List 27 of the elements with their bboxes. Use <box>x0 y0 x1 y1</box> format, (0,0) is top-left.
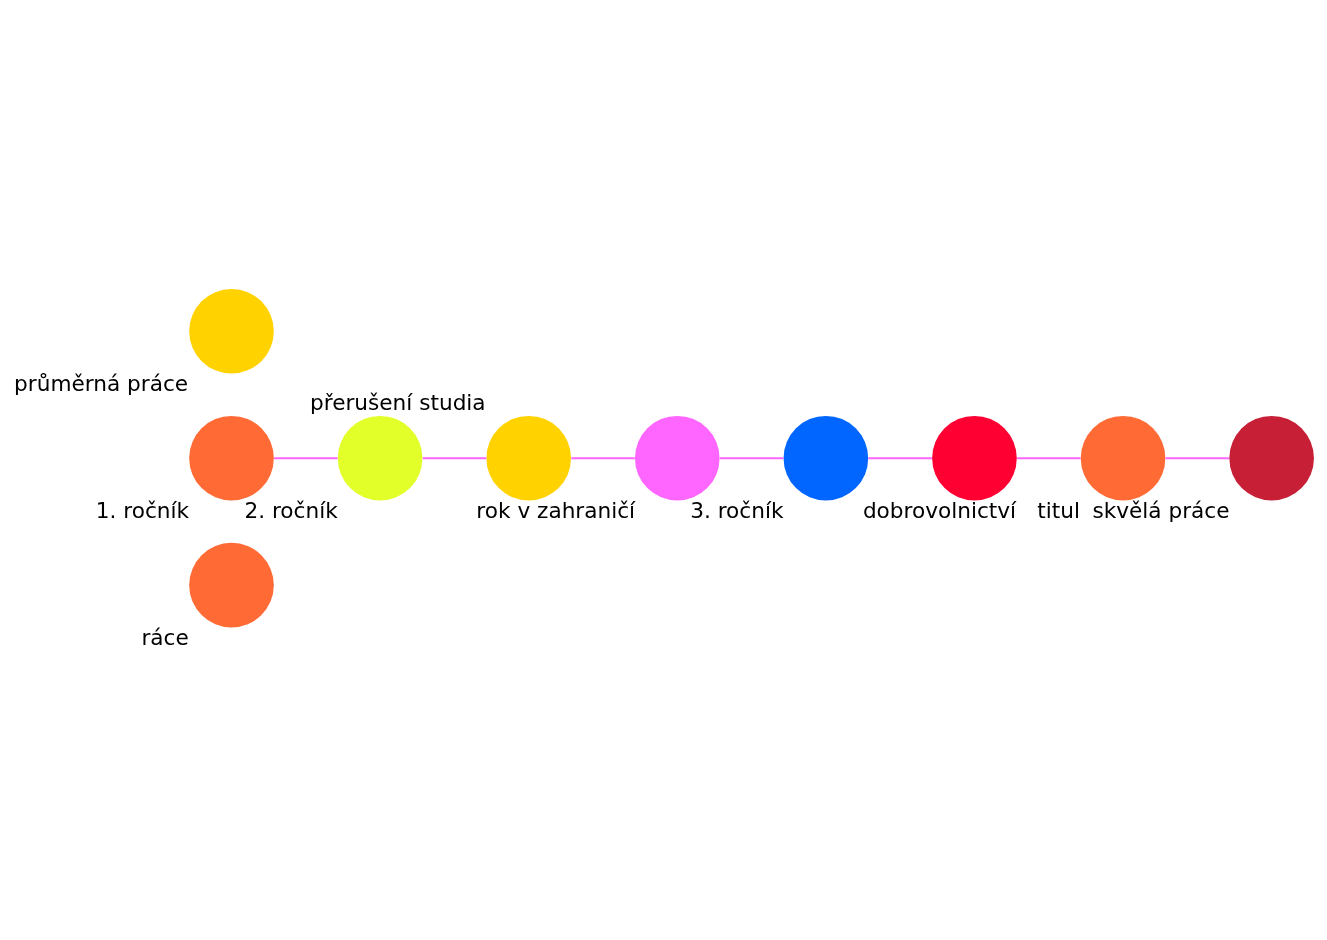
connector <box>421 457 488 460</box>
node-label: průměrná práce <box>14 370 189 396</box>
node-circle <box>337 415 423 501</box>
node-circle <box>189 415 274 501</box>
node-circle <box>1229 415 1314 501</box>
node-circle <box>783 415 869 501</box>
node-circle <box>634 415 720 501</box>
connector <box>1164 457 1231 460</box>
connector <box>570 457 636 460</box>
node-label: 3. ročník <box>690 497 784 523</box>
node-label: skvělá práce <box>1092 497 1230 523</box>
connector <box>718 457 785 460</box>
node-circle <box>1080 415 1166 501</box>
node-label: 2. ročník <box>244 497 338 523</box>
connector <box>1016 457 1082 460</box>
node-label: přerušení studia <box>309 389 486 415</box>
node-label: titul <box>1037 497 1080 523</box>
node-label: rok v zahraničí <box>476 497 636 523</box>
connector <box>273 457 339 460</box>
connector <box>867 457 933 460</box>
node-circle <box>932 415 1017 501</box>
node-label: ráce <box>141 624 189 650</box>
node-label: dobrovolnictví <box>862 497 1017 523</box>
node-circle <box>486 415 571 501</box>
node-circle <box>189 542 274 628</box>
node-label: 1. ročník <box>95 497 190 523</box>
node-circle <box>189 288 274 374</box>
